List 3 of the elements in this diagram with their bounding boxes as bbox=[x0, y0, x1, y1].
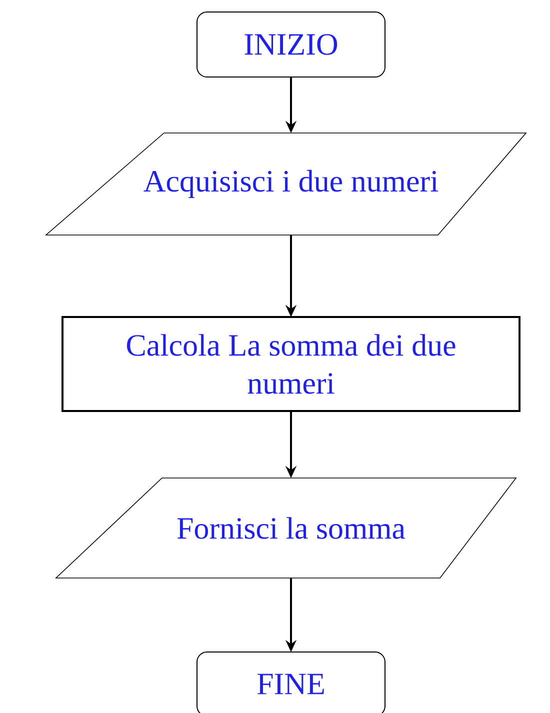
terminal-box: FINE bbox=[196, 652, 386, 713]
process-box: Calcola La somma dei due numeri bbox=[62, 316, 520, 412]
terminal-box: INIZIO bbox=[196, 12, 386, 78]
